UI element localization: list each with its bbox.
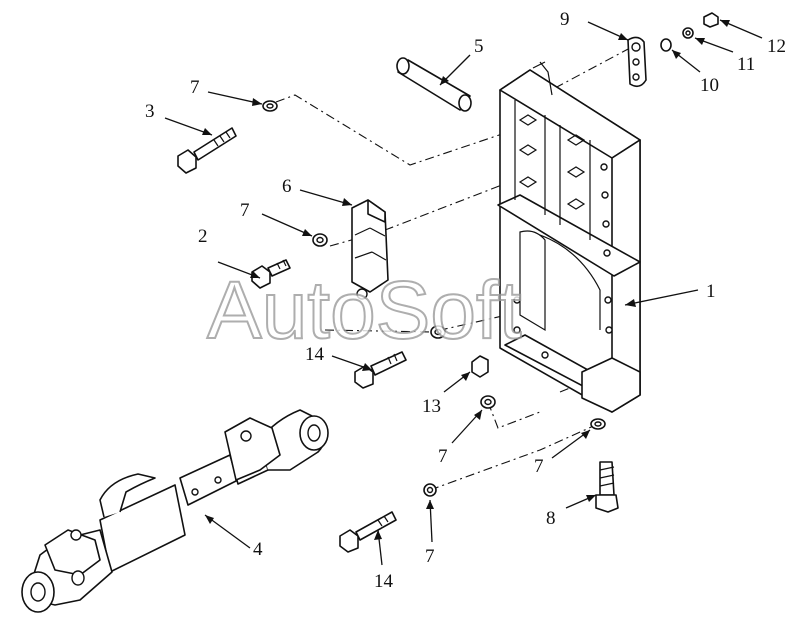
callout-labels: 1 2 3 4 5 6 7 7 7 7 7 8 9 10 11 12 13 14…	[145, 9, 786, 592]
part-3-bolt	[177, 127, 237, 174]
part-13-nut	[471, 355, 489, 378]
callout-7: 7	[190, 77, 200, 98]
part-6-bracket	[351, 199, 389, 300]
callout-1: 1	[706, 281, 716, 302]
callout-12: 12	[767, 36, 786, 57]
callout-6: 6	[282, 176, 292, 197]
callout-3: 3	[145, 101, 155, 122]
callout-11: 11	[737, 54, 755, 75]
part-5-pin	[396, 57, 472, 112]
watermark-autosoft: AutoSoft	[207, 265, 522, 356]
washers-7	[262, 100, 606, 497]
part-9-link-plate	[627, 36, 647, 88]
part-1-bracket	[497, 61, 641, 413]
callout-8: 8	[546, 508, 556, 529]
callout-5: 5	[474, 36, 484, 57]
callout-9: 9	[560, 9, 570, 30]
part-8-bolt	[595, 461, 619, 513]
part-2-bolt	[251, 259, 291, 289]
part-14-bolts	[339, 351, 407, 553]
callout-13: 13	[422, 396, 441, 417]
callout-14: 14	[305, 344, 325, 365]
callout-7: 7	[438, 446, 448, 467]
part-4-telescopic-link	[21, 409, 329, 613]
callout-2: 2	[198, 226, 208, 247]
callout-4: 4	[253, 539, 263, 560]
callout-7: 7	[425, 546, 435, 567]
callout-14: 14	[374, 571, 394, 592]
callout-10: 10	[700, 75, 719, 96]
callout-7: 7	[240, 200, 250, 221]
callout-7: 7	[534, 456, 544, 477]
leader-lines	[164, 19, 763, 566]
parts-10-11-12-fasteners	[660, 12, 719, 52]
